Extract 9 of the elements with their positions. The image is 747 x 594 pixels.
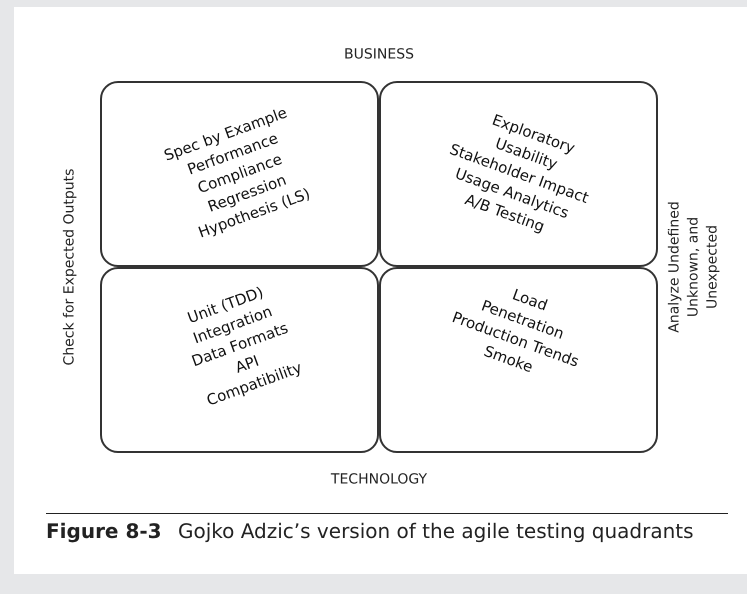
- axis-label: TECHNOLOGY: [330, 470, 428, 490]
- axis-label: BUSINESS: [344, 46, 414, 64]
- quadrant-box: [379, 81, 658, 267]
- quadrant-box: [100, 267, 379, 453]
- quadrant-box: [100, 81, 379, 267]
- axis-label: Check for Expected Outputs: [60, 168, 78, 366]
- axis-label: Analyze Undefined Unknown, and Unexpected: [666, 200, 722, 335]
- figure-caption: Figure 8-3 Gojko Adzic’s version of the agile testing quadrants: [46, 519, 694, 543]
- quadrant-box: [379, 267, 658, 453]
